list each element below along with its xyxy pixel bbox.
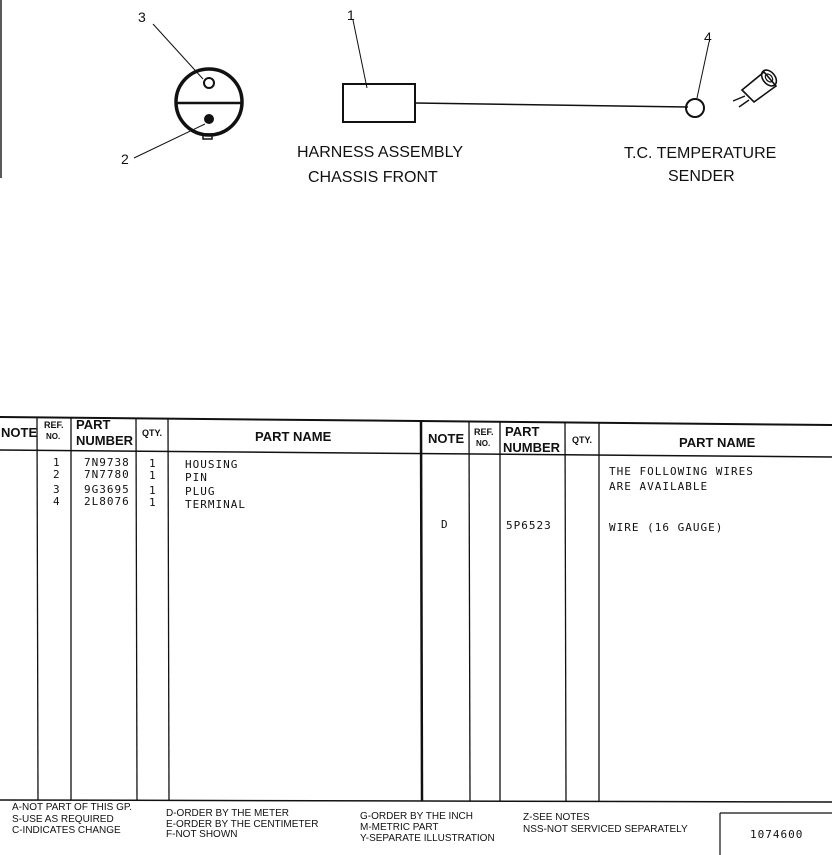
header-qty-left: QTY.: [142, 428, 163, 438]
callout-leader-1: [352, 19, 368, 89]
header-part-left-line2: NUMBER: [76, 433, 134, 448]
row-ref: 1: [53, 456, 61, 469]
row-qty: 1: [149, 496, 157, 509]
header-qty-right: QTY.: [572, 435, 593, 445]
header-part-left-line1: PART: [76, 417, 111, 432]
legend-item: S-USE AS REQUIRED: [12, 814, 114, 825]
legend-item: C-INDICATES CHANGE: [12, 825, 121, 836]
row-part-name: PLUG: [185, 485, 216, 498]
header-part-right-line2: NUMBER: [503, 440, 561, 455]
row-part-number: 2L8076: [84, 495, 130, 508]
callout-3: 3: [138, 9, 146, 25]
connector-face-icon: [174, 67, 244, 140]
legend-item: Z-SEE NOTES: [523, 812, 590, 823]
harness-body-icon: [342, 83, 416, 123]
row-ref: 3: [53, 483, 61, 496]
terminal-icon: [685, 98, 705, 118]
row-part-name: PIN: [185, 471, 208, 484]
header-partname-right: PART NAME: [679, 435, 756, 450]
callout-1: 1: [347, 7, 355, 23]
sender-label-line2: SENDER: [668, 168, 735, 185]
legend-item: Y-SEPARATE ILLUSTRATION: [360, 833, 495, 844]
row-part-name: TERMINAL: [185, 498, 246, 511]
header-part-right-line1: PART: [505, 424, 540, 439]
legend-item: G-ORDER BY THE INCH: [360, 811, 473, 822]
header-ref-left-line2: NO.: [46, 432, 61, 441]
row-part-number: 7N9738: [84, 456, 130, 469]
callout-4: 4: [704, 29, 712, 45]
legend-item: D-ORDER BY THE METER: [166, 808, 289, 819]
diagram-drawing: [0, 0, 778, 178]
header-note-left: NOTE: [1, 425, 38, 440]
legend-item: E-ORDER BY THE CENTIMETER: [166, 819, 319, 830]
sender-label-line1: T.C. TEMPERATURE: [624, 145, 777, 162]
row-part-number: 9G3695: [84, 483, 130, 496]
right-intro-line2: ARE AVAILABLE: [609, 480, 709, 493]
temperature-sender-icon: [732, 69, 778, 108]
harness-label-line2: CHASSIS FRONT: [308, 169, 438, 186]
header-note-right: NOTE: [428, 431, 465, 446]
row-part-name: HOUSING: [185, 458, 239, 471]
row-qty: 1: [149, 457, 157, 470]
header-ref-right-line1: REF.: [474, 427, 494, 437]
callout-leader-3: [152, 23, 204, 80]
legend-item: M-METRIC PART: [360, 822, 439, 833]
header-ref-right-line2: NO.: [476, 439, 491, 448]
header-partname-left: PART NAME: [255, 429, 332, 444]
legend-item: F-NOT SHOWN: [166, 829, 238, 840]
row-qty: 1: [149, 469, 157, 482]
drawing-code: 1074600: [750, 828, 804, 841]
harness-label-line1: HARNESS ASSEMBLY: [297, 144, 463, 161]
row-qty: 1: [149, 484, 157, 497]
row-note: D: [441, 518, 449, 531]
callout-2: 2: [121, 151, 129, 167]
row-part-number: 5P6523: [506, 519, 552, 532]
right-intro-line1: THE FOLLOWING WIRES: [609, 465, 754, 478]
row-ref: 4: [53, 495, 61, 508]
row-part-name: WIRE (16 GAUGE): [609, 521, 724, 534]
row-part-number: 7N7780: [84, 468, 130, 481]
callout-leader-4: [696, 41, 710, 99]
row-ref: 2: [53, 468, 61, 481]
legend-item: A-NOT PART OF THIS GP.: [12, 802, 133, 813]
header-ref-left-line1: REF.: [44, 420, 64, 430]
legend-item: NSS-NOT SERVICED SEPARATELY: [523, 824, 688, 835]
wire-line: [414, 102, 689, 108]
callout-leader-2: [133, 123, 206, 159]
parts-diagram: 3 2 1 4 HARNESS ASSEMBLY CHASSIS FRONT T…: [0, 0, 832, 330]
